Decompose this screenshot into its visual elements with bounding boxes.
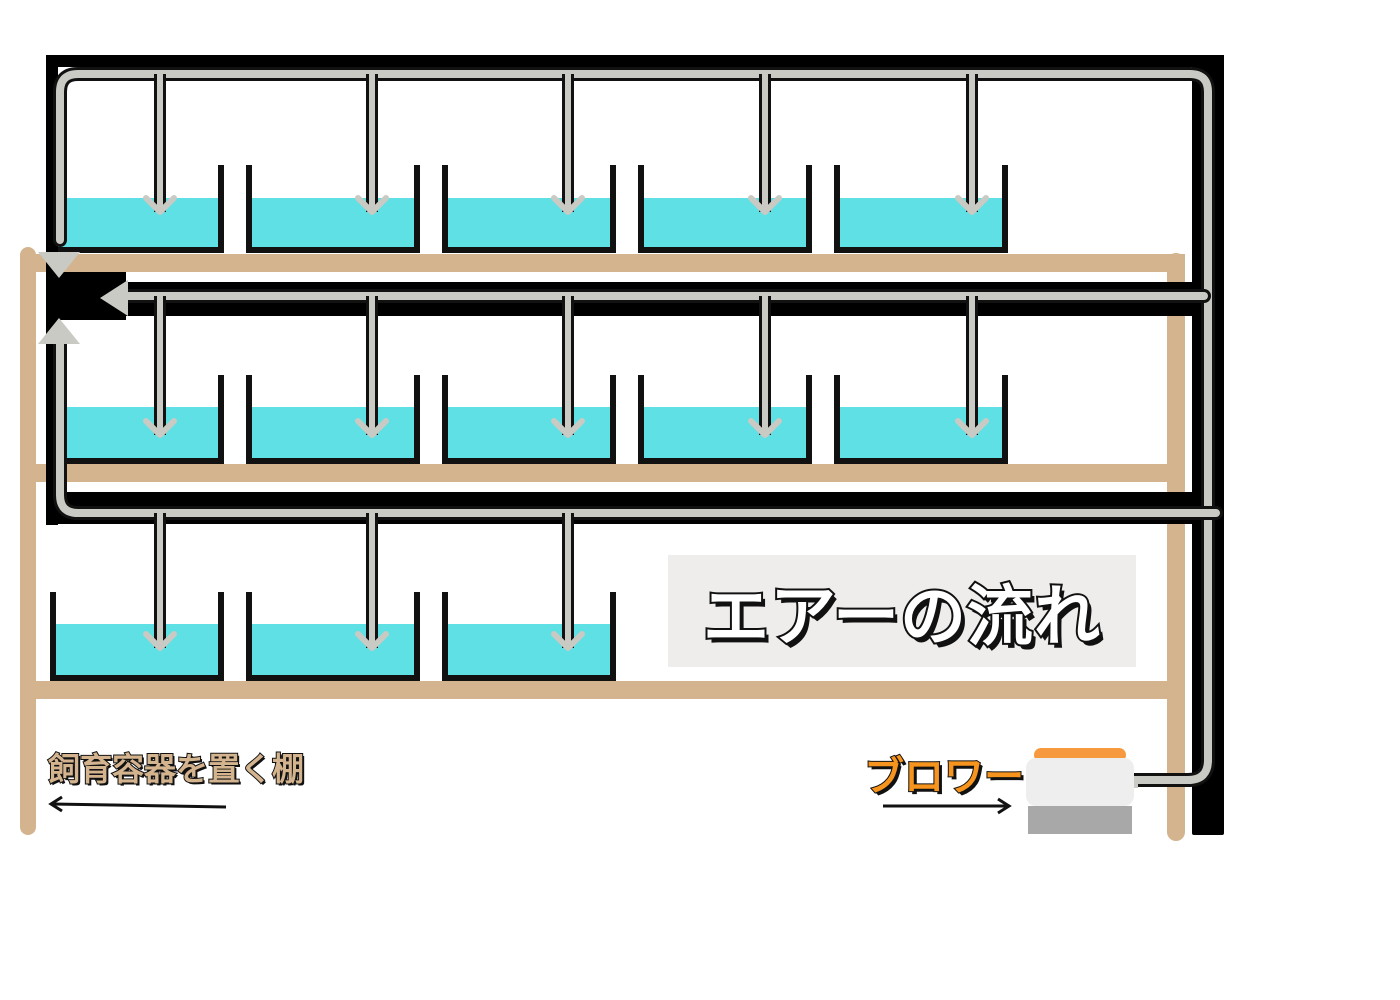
diagram-title: エアーの流れ [701, 576, 1102, 657]
shelf-pointer-arrow [51, 802, 227, 809]
arrow-down-icon [355, 631, 389, 651]
water [249, 407, 417, 461]
arrow-down-icon [38, 252, 80, 278]
blower-base [1028, 806, 1132, 834]
container [442, 375, 616, 464]
container [638, 165, 812, 253]
shelf-label: 飼育容器を置く棚 [47, 749, 305, 789]
container [246, 375, 420, 464]
arrow-down-icon [551, 195, 585, 215]
arrow-down-icon [748, 195, 782, 215]
water [445, 407, 613, 461]
blower-label: ブロワー [863, 753, 1025, 801]
water [53, 624, 221, 678]
arrow-down-icon [955, 418, 989, 438]
arrow-down-icon [551, 631, 585, 651]
water [641, 198, 809, 250]
arrow-down-icon [355, 418, 389, 438]
water [249, 198, 417, 250]
air-pipe-bottom [56, 334, 1220, 517]
water [837, 407, 1005, 461]
frame-top [46, 55, 1224, 67]
water [53, 407, 221, 461]
arrow-up-icon [38, 318, 80, 344]
arrow-down-icon [355, 195, 389, 215]
arrow-left-icon [100, 280, 128, 316]
container [246, 592, 420, 681]
title-box: エアーの流れ [668, 555, 1136, 667]
arrow-down-icon [143, 631, 177, 651]
water [445, 624, 613, 678]
arrow-down-icon [955, 195, 989, 215]
air-pipe-main-outline [53, 67, 1215, 787]
container [834, 165, 1008, 253]
container [442, 165, 616, 253]
container [638, 375, 812, 464]
water [445, 198, 613, 250]
container [246, 165, 420, 253]
water [249, 624, 417, 678]
arrow-down-icon [748, 418, 782, 438]
air-blower-icon [1026, 758, 1134, 806]
container [834, 375, 1008, 464]
arrow-right-icon [997, 797, 1012, 815]
arrow-down-icon [143, 418, 177, 438]
water [53, 198, 221, 250]
arrow-left-icon [48, 795, 63, 813]
container [50, 592, 224, 681]
container [442, 592, 616, 681]
arrow-down-icon [551, 418, 585, 438]
arrow-down-icon [143, 195, 177, 215]
water [641, 407, 809, 461]
air-pipe-main [56, 70, 1212, 784]
